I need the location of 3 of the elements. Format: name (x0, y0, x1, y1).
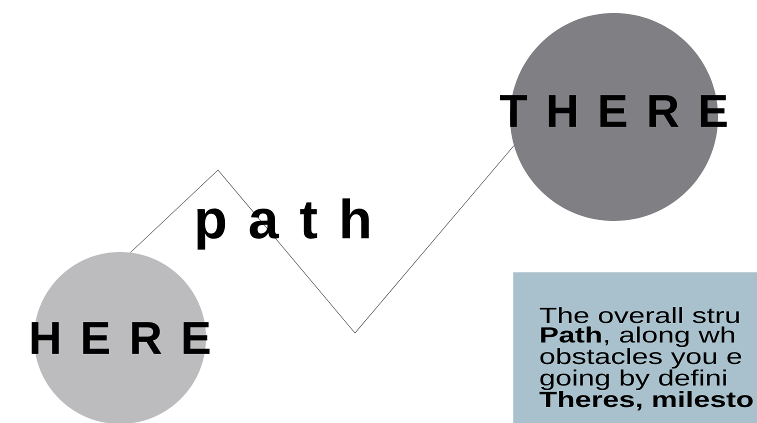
text-box: The overall stru Path, along wh obstacles you e going by defini Theres, milesto (513, 272, 757, 423)
edge-label: p a t h (197, 198, 369, 250)
zigzag-line (130, 145, 514, 334)
